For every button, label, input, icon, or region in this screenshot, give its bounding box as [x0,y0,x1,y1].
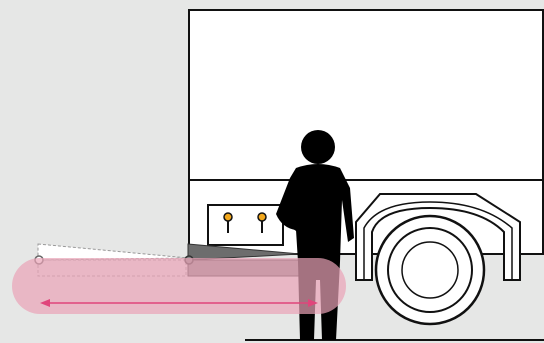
tail-lights [223,212,267,233]
reach-range-arrow [40,299,318,307]
fender-inner-edge [363,201,513,280]
tail-light-left-icon [223,212,233,222]
reach-zone-highlight [12,258,346,314]
wheel-fender [355,193,521,281]
truck-cargo-box [188,9,544,181]
tail-light-panel [207,204,284,246]
tail-light-right-icon [257,212,267,222]
rear-wheel [374,214,486,326]
